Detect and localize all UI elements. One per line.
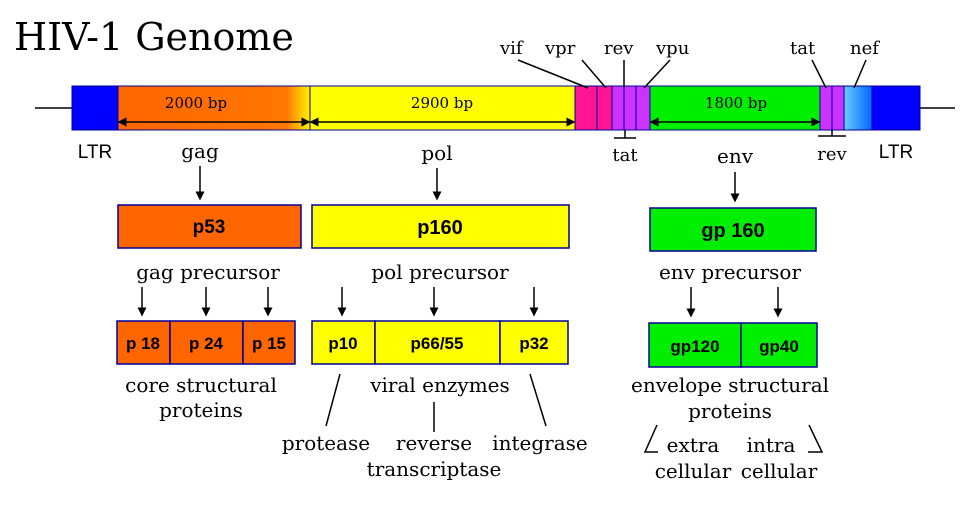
intracellular-label-line2: cellular xyxy=(741,459,818,483)
tat-rev-segment-4 xyxy=(831,85,845,131)
gag-products-label-line2: proteins xyxy=(159,398,243,422)
gag-product-p24: p 24 xyxy=(189,334,224,353)
tat-bottom-label: tat xyxy=(612,145,638,166)
pol-product-p66-55: p66/55 xyxy=(411,334,464,353)
env-precursor-label: env precursor xyxy=(659,260,802,284)
ltr-left-label: LTR xyxy=(78,142,112,163)
gag-product-box-p15 xyxy=(242,320,296,365)
page-title: HIV-1 Genome xyxy=(14,15,294,59)
integrase-label: integrase xyxy=(492,431,588,455)
integrase-pointer xyxy=(529,373,547,427)
env-product-gp40: gp40 xyxy=(759,337,799,356)
pol-product-box-p32 xyxy=(499,320,569,365)
tat-top-label: tat xyxy=(790,38,816,59)
gag-gene-label: gag xyxy=(181,139,219,163)
extracellular-label-line2: cellular xyxy=(655,459,732,483)
env-product-box-gp40 xyxy=(740,322,818,368)
pol-product-box-p10 xyxy=(311,320,376,365)
rev-top-label: rev xyxy=(604,38,634,59)
gag-length-label: 2000 bp xyxy=(165,94,227,112)
vif-pointer xyxy=(517,59,589,89)
vpu-segment xyxy=(635,85,651,131)
extracellular-label-line1: extra xyxy=(667,433,720,457)
pol-product-box-p66 xyxy=(374,320,501,365)
gag-precursor-protein: p53 xyxy=(193,217,226,238)
rev-bottom-label: rev xyxy=(817,144,847,165)
gag-product-p15: p 15 xyxy=(252,334,286,353)
ltr-left-segment xyxy=(71,85,119,131)
gag-precursor-box xyxy=(117,204,302,249)
tat-top-pointer xyxy=(811,59,827,89)
intracellular-bracket xyxy=(808,424,824,453)
env-precursor-box xyxy=(649,207,817,252)
pol-precursor-label: pol precursor xyxy=(371,260,509,284)
vpu-label: vpu xyxy=(655,38,689,59)
nef-label: nef xyxy=(850,38,880,59)
vif-segment xyxy=(574,85,598,131)
pol-products-label: viral enzymes xyxy=(369,373,510,397)
gag-precursor-label: gag precursor xyxy=(136,260,280,284)
nef-pointer xyxy=(853,59,867,89)
vpr-label: vpr xyxy=(544,38,576,59)
protease-label: protease xyxy=(282,431,370,455)
env-product-box-gp120 xyxy=(648,322,742,368)
pol-precursor-protein: p160 xyxy=(417,217,463,239)
extracellular-bracket xyxy=(643,424,658,453)
pol-product-p32: p32 xyxy=(519,334,548,353)
pol-gene-label: pol xyxy=(421,141,452,165)
tat-rev-segment-2 xyxy=(623,85,637,131)
nef-segment xyxy=(843,85,873,131)
vpu-pointer xyxy=(643,59,671,89)
vif-label: vif xyxy=(499,38,524,59)
tat-rev-segment-1 xyxy=(611,85,625,131)
env-products-label-line2: proteins xyxy=(688,399,772,423)
reverse-transcriptase-label-line1: reverse xyxy=(396,431,472,455)
gag-product-box-p24 xyxy=(169,320,244,365)
env-gene-label: env xyxy=(717,144,754,168)
ltr-right-segment xyxy=(871,85,921,131)
gag-product-p18: p 18 xyxy=(126,334,160,353)
vpr-segment xyxy=(596,85,613,131)
env-precursor-protein: gp 160 xyxy=(701,220,764,242)
env-product-gp120: gp120 xyxy=(670,337,719,356)
env-length-label: 1800 bp xyxy=(705,94,767,112)
env-products-label-line1: envelope structural xyxy=(631,373,829,397)
tat-rev-segment-3 xyxy=(819,85,833,131)
intracellular-label-line1: intra xyxy=(747,433,796,457)
protease-pointer xyxy=(325,373,341,427)
pol-precursor-box xyxy=(311,204,570,249)
reverse-transcriptase-label-line2: transcriptase xyxy=(367,457,502,481)
ltr-right-label: LTR xyxy=(879,142,913,163)
gag-products-label-line1: core structural xyxy=(125,373,277,397)
pol-product-p10: p10 xyxy=(328,334,357,353)
pol-length-label: 2900 bp xyxy=(411,94,473,112)
vpr-pointer xyxy=(581,59,607,89)
